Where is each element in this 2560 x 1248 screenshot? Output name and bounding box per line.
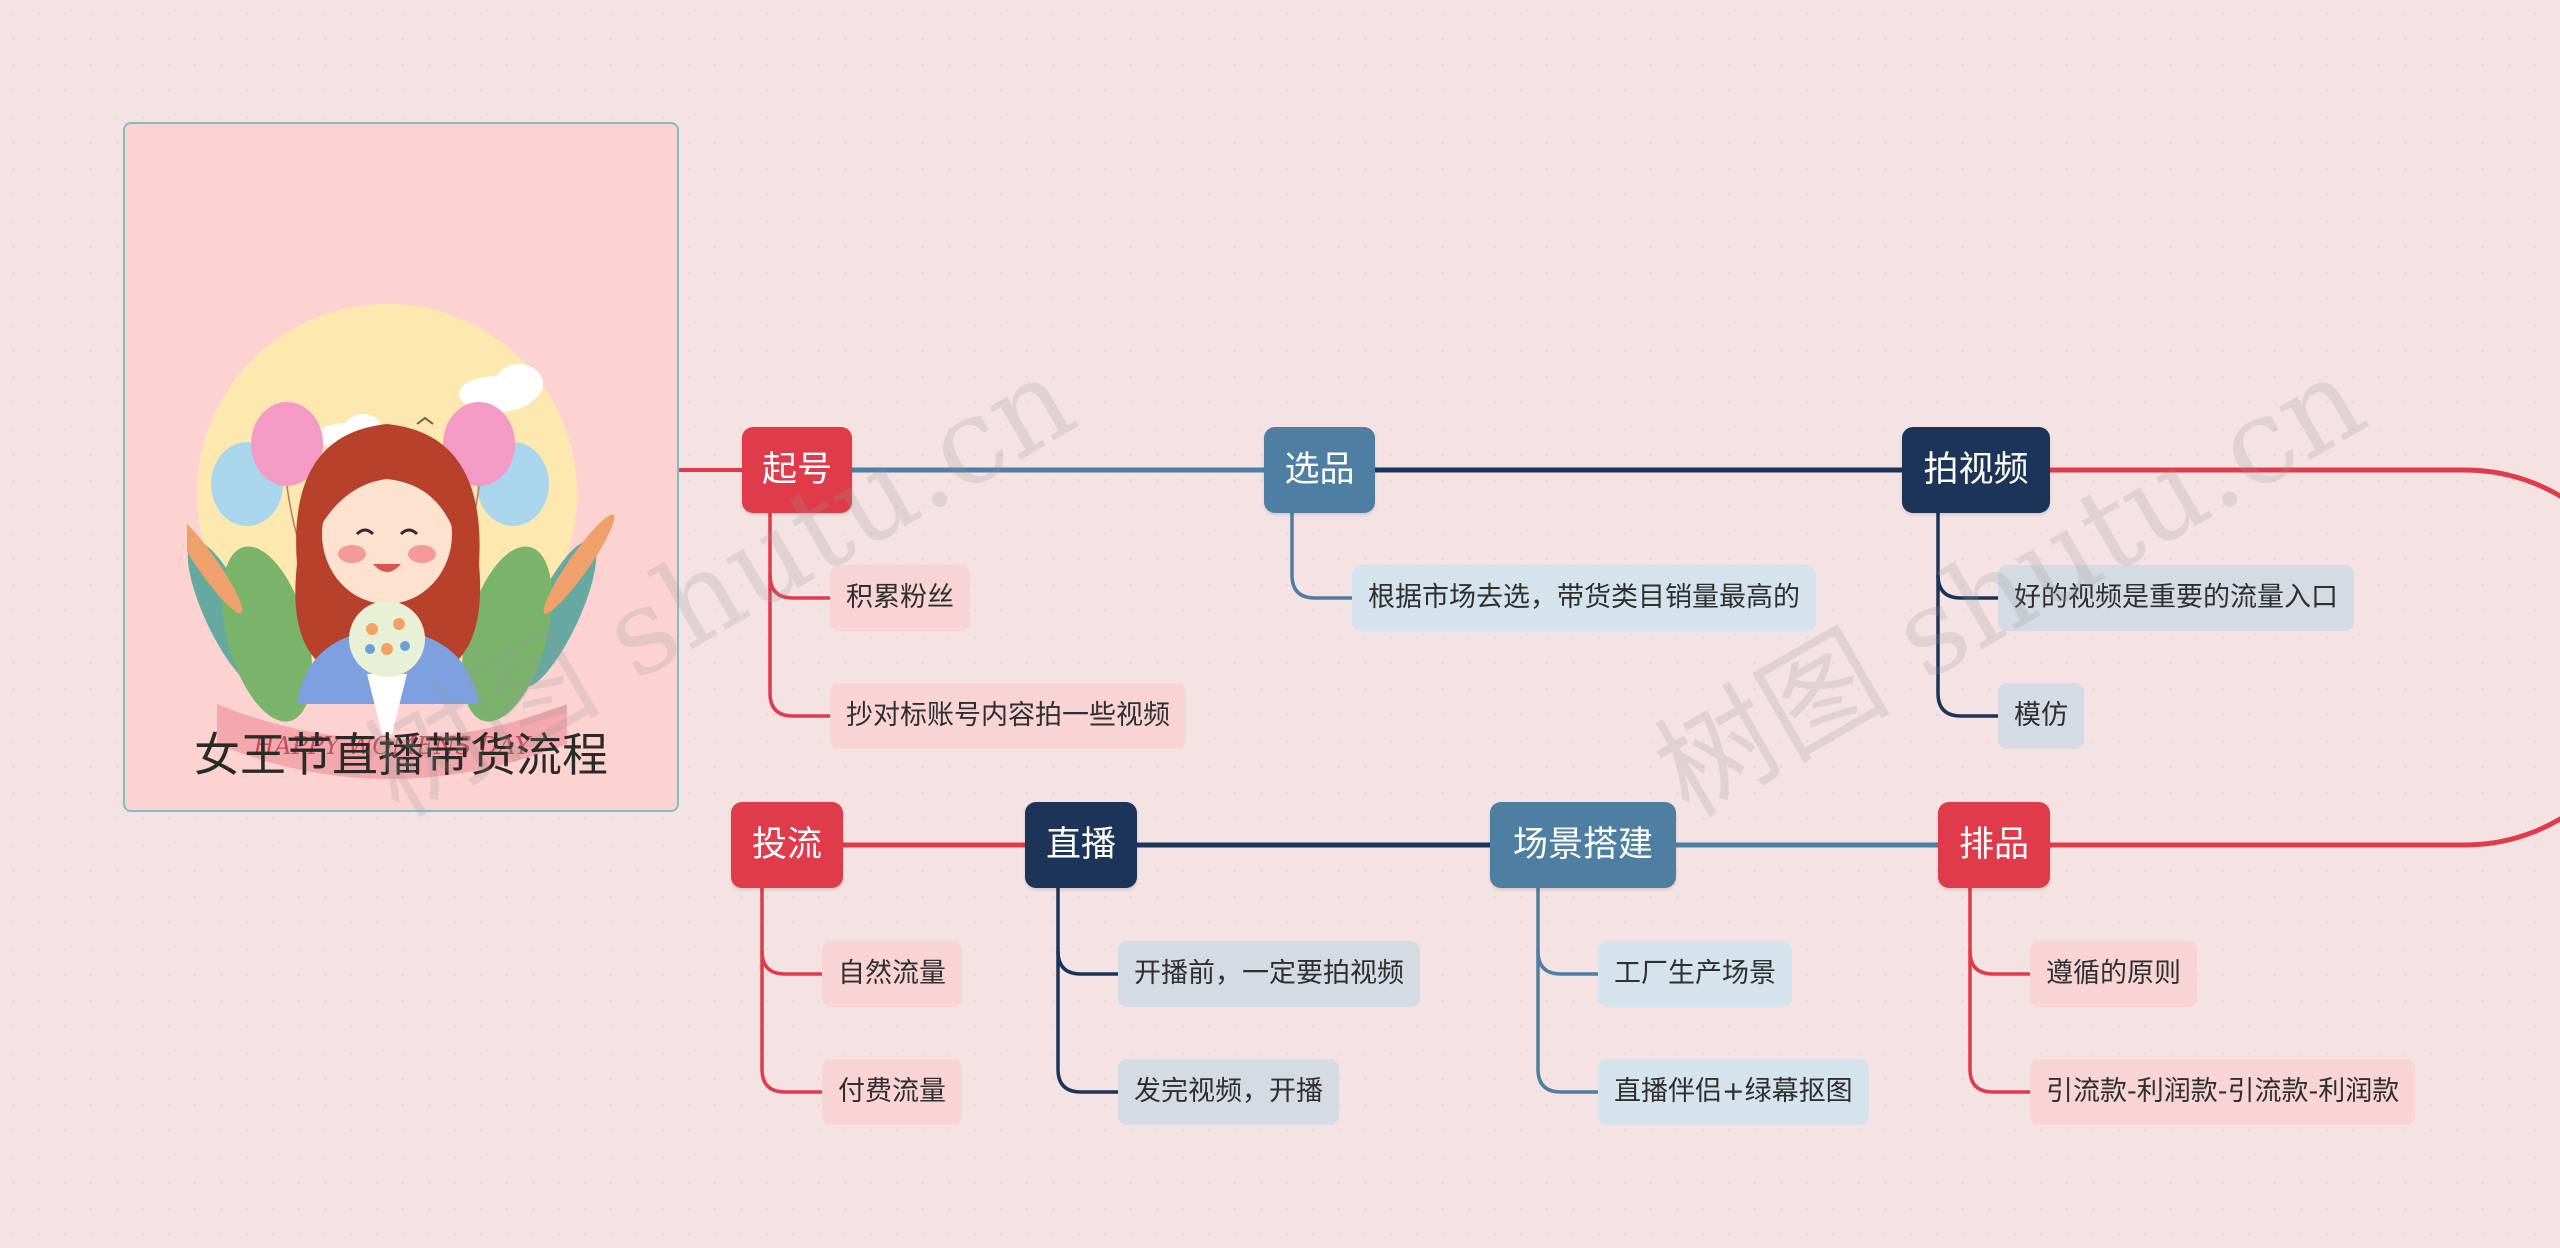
subtopic-ziran-liuliang[interactable]: 自然流量 (822, 941, 962, 1007)
subtopic-hao-shipin[interactable]: 好的视频是重要的流量入口 (1998, 565, 2354, 631)
subtopic-chao-duibiao[interactable]: 抄对标账号内容拍一些视频 (830, 683, 1186, 749)
topic-changjing[interactable]: 场景搭建 (1490, 802, 1676, 888)
topic-zhibo[interactable]: 直播 (1025, 802, 1137, 888)
topic-paipin[interactable]: 排品 (1938, 802, 2050, 888)
subtopic-fawan-shipin[interactable]: 发完视频，开播 (1118, 1059, 1339, 1125)
root-cover-card[interactable]: HAPPY WOMENS DAY 女王节直播带货流程 (123, 122, 679, 812)
subtopic-zhibo-banlv[interactable]: 直播伴侣+绿幕抠图 (1598, 1059, 1869, 1125)
topic-paishipin[interactable]: 拍视频 (1902, 427, 2050, 513)
ribbon-text: HAPPY WOMENS DAY (253, 732, 533, 760)
topic-xuanpin[interactable]: 选品 (1264, 427, 1375, 513)
subtopic-genju-shichang[interactable]: 根据市场去选，带货类目销量最高的 (1352, 565, 1816, 631)
subtopic-yinliu-lirun[interactable]: 引流款-利润款-引流款-利润款 (2030, 1059, 2416, 1125)
root-title: 女王节直播带货流程 (194, 728, 608, 782)
topic-qihao[interactable]: 起号 (742, 427, 852, 513)
topic-touliu[interactable]: 投流 (731, 802, 843, 888)
subtopic-mofang[interactable]: 模仿 (1998, 683, 2084, 749)
subtopic-fufei-liuliang[interactable]: 付费流量 (822, 1059, 962, 1125)
womens-day-illustration: HAPPY WOMENS DAY (187, 304, 615, 779)
subtopic-gongchang[interactable]: 工厂生产场景 (1598, 941, 1792, 1007)
subtopic-zunxun-yuanze[interactable]: 遵循的原则 (2030, 941, 2197, 1007)
subtopic-jilei-fensi[interactable]: 积累粉丝 (830, 565, 970, 631)
subtopic-kaibo-qian[interactable]: 开播前，一定要拍视频 (1118, 941, 1420, 1007)
